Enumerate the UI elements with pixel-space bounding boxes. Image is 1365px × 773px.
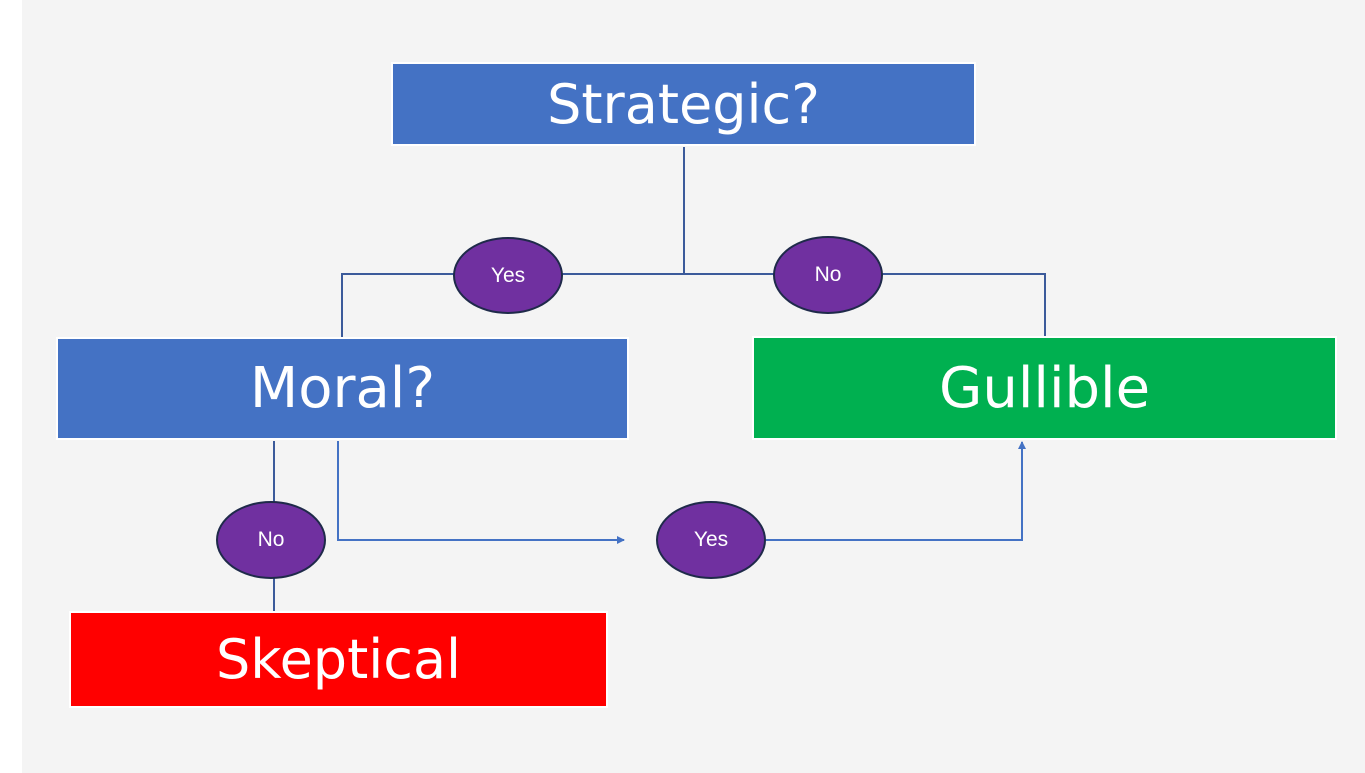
edge-label-strategic-no: No [773, 236, 883, 314]
node-moral-label: Moral? [249, 356, 436, 421]
edge-label-moral-yes: Yes [656, 501, 766, 579]
edge-label-strategic-yes: Yes [453, 237, 563, 314]
node-moral: Moral? [56, 337, 629, 440]
connector-strategic-to-moral [341, 273, 684, 337]
connector-moral-to-gullible-b [766, 441, 1026, 541]
connector-moral-to-gullible-a [337, 441, 625, 544]
edge-label-moral-no: No [216, 501, 326, 579]
edge-label-moral-no-text: No [257, 528, 285, 551]
node-gullible: Gullible [752, 336, 1337, 440]
edge-label-strategic-no-text: No [814, 263, 842, 286]
node-strategic-label: Strategic? [547, 72, 820, 136]
edge-label-moral-yes-text: Yes [693, 528, 729, 551]
edge-label-strategic-yes-text: Yes [490, 263, 526, 287]
node-gullible-label: Gullible [938, 355, 1151, 421]
node-skeptical-label: Skeptical [215, 628, 462, 691]
node-skeptical: Skeptical [69, 611, 608, 708]
node-strategic: Strategic? [391, 62, 976, 146]
